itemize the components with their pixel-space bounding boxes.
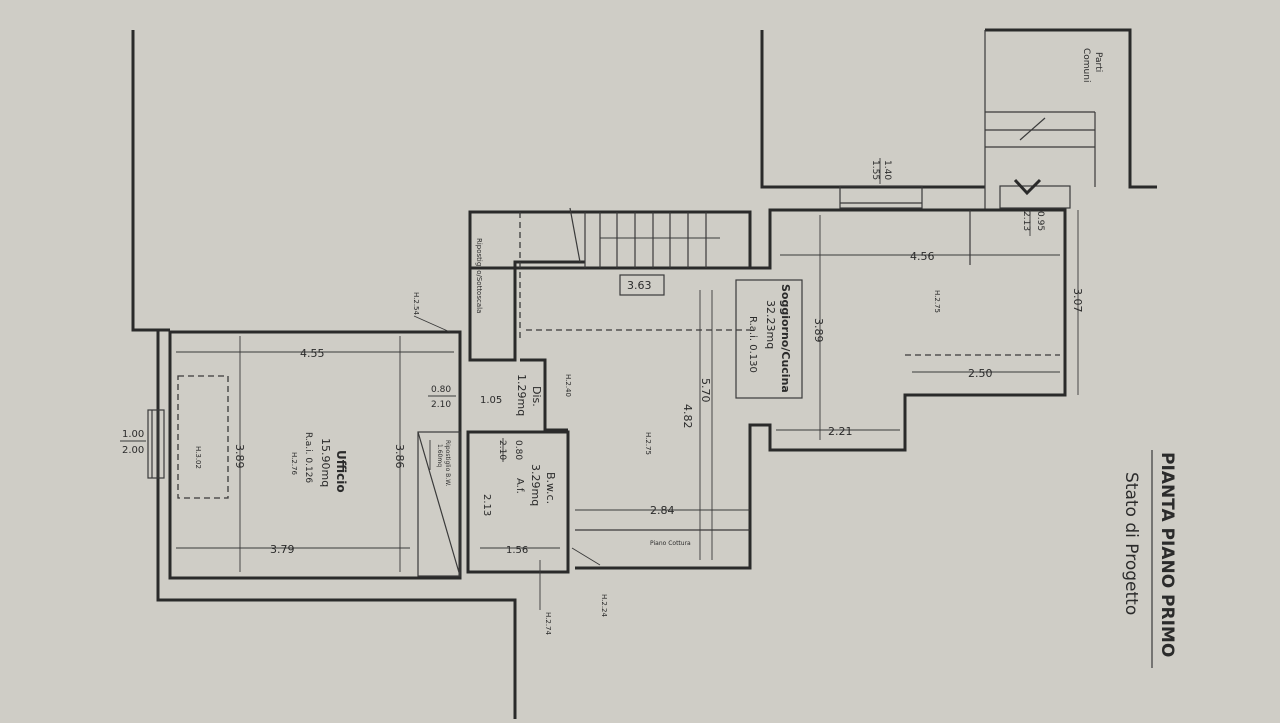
dim-307: 3.07: [1071, 288, 1084, 313]
dim-482: 4.82: [681, 404, 694, 429]
ripostiglio-bw-room: [417, 431, 461, 577]
soggiorno-area: 32.23mq: [764, 300, 777, 349]
soggiorno-height-a: H.2.75: [644, 432, 652, 455]
ufficio-name: Ufficio: [334, 450, 348, 493]
door-2-height: 2.10: [497, 440, 507, 460]
dim-455: 4.55: [300, 347, 325, 360]
dim-156: 1.56: [506, 545, 528, 556]
height-254: H.2.54: [412, 292, 420, 315]
dim-389a: 3.89: [233, 444, 246, 469]
exterior-walls: [131, 28, 1157, 719]
dim-213: 2.13: [481, 494, 492, 516]
soggiorno-ratio: R.a.i. 0.130: [747, 316, 758, 373]
dim-570: 5.70: [699, 378, 712, 403]
parti-comuni-line1: Parti: [1093, 52, 1103, 72]
height-274: H.2.74: [544, 612, 552, 635]
door-1-width: 0.80: [431, 385, 451, 395]
ufficio-height: H.2.76: [290, 452, 298, 475]
ripostiglio-bw-area: 1.60mq: [436, 444, 443, 467]
title-line1: PIANTA PIANO PRIMO: [1157, 452, 1177, 657]
dim-221: 2.21: [828, 425, 853, 438]
dis-area: 1.29mq: [515, 374, 528, 416]
parti-comuni-line2: Comuni: [1081, 48, 1091, 82]
bwc-room: [466, 430, 601, 610]
ufficio-room: [147, 330, 462, 580]
dim-379: 3.79: [270, 543, 295, 556]
piano-cottura-label: Piano Cottura: [650, 540, 691, 547]
ufficio-ratio: R.a.i. 0.126: [303, 432, 313, 483]
ripostiglio-name: Ripostiglio/Sottoscala: [475, 238, 483, 313]
dim-284: 2.84: [650, 504, 675, 517]
window-1-width: 1.00: [122, 429, 144, 440]
height-224: H.2.24: [600, 594, 608, 617]
title-line2: Stato di Progetto: [1121, 472, 1141, 615]
soggiorno-room: [520, 178, 1079, 570]
window-2-height: 1.55: [870, 160, 880, 180]
parti-comuni-stair: [985, 111, 1096, 187]
dim-456: 4.56: [910, 250, 935, 263]
ufficio-area: 15.90mq: [319, 438, 332, 487]
door-2-width: 0.80: [513, 440, 523, 460]
window-1-height: 2.00: [122, 445, 144, 456]
dim-363: 3.63: [627, 279, 652, 292]
stair-block: [468, 207, 752, 362]
window-3-width: 0.95: [1035, 211, 1045, 231]
dim-105: 1.05: [480, 395, 502, 406]
dim-386: 3.86: [393, 444, 406, 469]
bwc-area: 3.29mq: [529, 464, 542, 506]
soggiorno-name: Soggiorno/Cucina: [779, 284, 792, 393]
bwc-name: B.w.c.: [544, 472, 557, 504]
ufficio-height-alt: H.3.02: [194, 446, 202, 469]
bwc-note: A.f.: [514, 478, 525, 494]
window-3-height: 2.13: [1021, 211, 1031, 231]
soggiorno-height-b: H.2.75: [933, 290, 941, 313]
ripostiglio-bw-name: Ripostiglio B.W.: [444, 440, 451, 486]
dim-250: 2.50: [968, 367, 993, 380]
dis-height: H.2.40: [564, 374, 572, 397]
door-1-height: 2.10: [431, 400, 451, 410]
dim-389b: 3.89: [812, 318, 825, 343]
window-2-width: 1.40: [882, 160, 892, 180]
dis-name: Dis.: [530, 386, 543, 407]
